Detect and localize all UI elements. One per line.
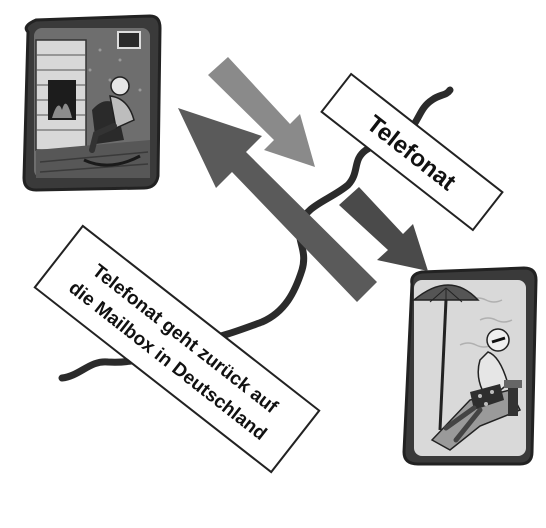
return-to-mailbox-arrow: [178, 108, 377, 302]
mailbox-return-label: Telefonat geht zurück auf die Mailbox in…: [33, 224, 321, 474]
vacation-scene-icon: [402, 266, 538, 466]
home-scene-icon: [22, 14, 162, 192]
outgoing-call-arrow-upper: [208, 57, 315, 167]
outgoing-call-arrow-lower: [339, 187, 428, 271]
